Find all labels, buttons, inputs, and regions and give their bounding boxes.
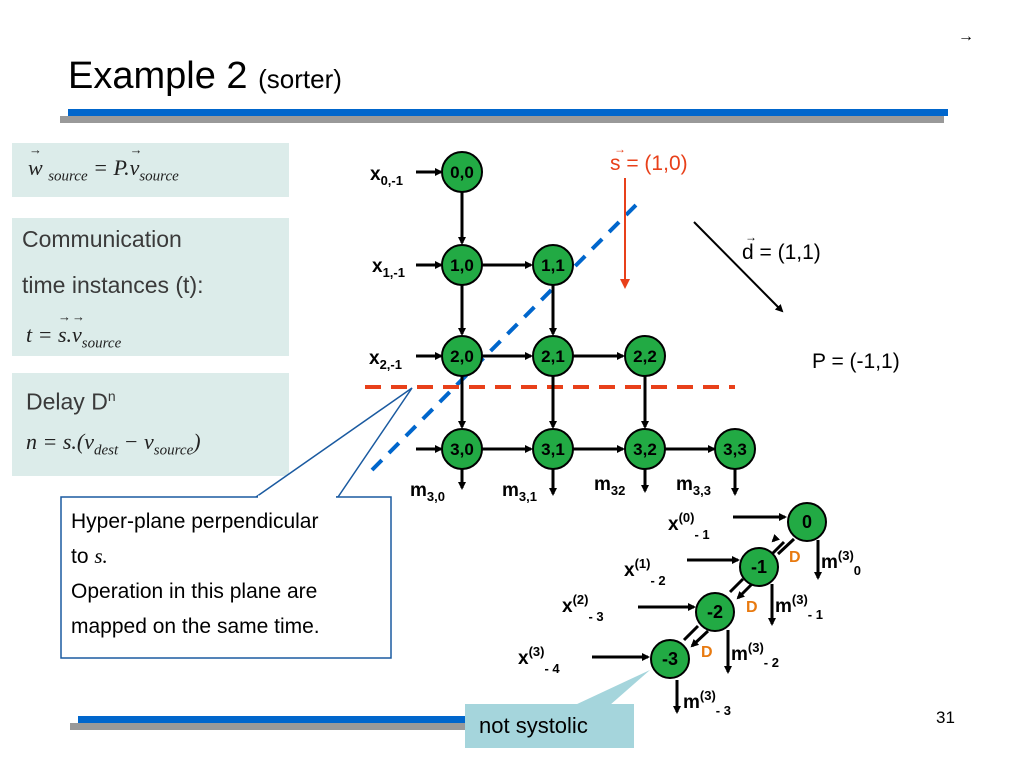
svg-text:2,2: 2,2 xyxy=(633,347,657,366)
chain-output-m0: m(3)0 xyxy=(821,548,861,578)
callout-box xyxy=(60,496,392,659)
chain-node-minus-1: -1 xyxy=(739,547,779,587)
svg-text:0: 0 xyxy=(802,512,812,532)
input-x-0: x0,-1 xyxy=(370,164,403,188)
svg-text:-1: -1 xyxy=(751,557,767,577)
delay-marker-1: D xyxy=(789,549,801,566)
chain-input-x1: x(1)- 2 xyxy=(624,556,666,588)
chain-node-minus-2: -2 xyxy=(695,592,735,632)
d-vector-arrow-mark: → xyxy=(745,230,757,244)
grid-nodes: 0,0 1,0 1,1 2,0 2,1 2,2 3,0 3,1 3,2 3,3 xyxy=(441,151,756,470)
svg-text:3,0: 3,0 xyxy=(450,440,474,459)
chain-input-x3: x(3)- 4 xyxy=(518,644,560,676)
node-1-1: 1,1 xyxy=(532,244,574,286)
chain-output-m2: m(3)- 2 xyxy=(731,640,779,670)
callout-line-3: Operation in this plane are xyxy=(71,580,318,603)
page-number: 31 xyxy=(936,708,955,727)
chain-output-m1: m(3)- 1 xyxy=(775,592,823,622)
grid-edges xyxy=(416,168,739,496)
title-underline-gray xyxy=(60,116,944,123)
output-m-33: m3,3 xyxy=(676,474,711,498)
node-3-2: 3,2 xyxy=(624,428,666,470)
footer-bar-blue xyxy=(78,716,470,723)
delay-marker-3: D xyxy=(701,644,713,661)
callout-line-1: Hyper-plane perpendicular xyxy=(71,510,319,533)
chain-node-0: 0 xyxy=(787,502,827,542)
callout-pointer xyxy=(253,387,413,498)
node-1-0: 1,0 xyxy=(441,244,483,286)
callout-line-4: mapped on the same time. xyxy=(71,615,320,638)
s-vector-arrow-mark: → xyxy=(614,142,626,156)
not-systolic-pointer xyxy=(575,670,650,705)
formula-w-source: w→ source = P.v→source xyxy=(28,142,179,185)
node-0-0: 0,0 xyxy=(441,151,483,193)
svg-text:2,1: 2,1 xyxy=(541,347,565,366)
chain-nodes: 0 -1 -2 -3 xyxy=(650,502,827,679)
node-2-0: 2,0 xyxy=(441,335,483,377)
formula-t: t = s.→v→source xyxy=(26,309,122,352)
chain-node-minus-3: -3 xyxy=(650,639,690,679)
svg-text:1,0: 1,0 xyxy=(450,256,474,275)
input-x-2: x2,-1 xyxy=(369,348,402,372)
svg-text:0,0: 0,0 xyxy=(450,163,474,182)
svg-text:3,1: 3,1 xyxy=(541,440,565,459)
output-m-30: m3,0 xyxy=(410,480,445,504)
callout-line-2: to s. xyxy=(71,544,108,568)
node-3-3: 3,3 xyxy=(714,428,756,470)
delay-label: Delay Dn xyxy=(26,388,116,415)
not-systolic-box: not systolic xyxy=(465,704,634,748)
delay-marker-2: D xyxy=(746,599,758,616)
d-vector-label: d = (1,1) xyxy=(742,241,821,264)
hyperplane-line-blue xyxy=(370,199,642,472)
svg-text:-2: -2 xyxy=(707,602,723,622)
svg-text:3,2: 3,2 xyxy=(633,440,657,459)
node-2-2: 2,2 xyxy=(624,335,666,377)
chain-input-x0: x(0)- 1 xyxy=(668,510,710,542)
title-sub: (sorter) xyxy=(258,64,342,94)
chain-output-m3: m(3)- 3 xyxy=(683,688,731,718)
svg-text:1,1: 1,1 xyxy=(541,256,565,275)
title-underline-blue xyxy=(68,109,948,116)
svg-text:2,0: 2,0 xyxy=(450,347,474,366)
node-3-1: 3,1 xyxy=(532,428,574,470)
not-systolic-label: not systolic xyxy=(479,713,588,738)
vector-w: w→ xyxy=(28,142,43,180)
comm-line-1: Communication xyxy=(22,226,182,252)
formula-panel: w→ source = P.v→source xyxy=(12,142,289,197)
callout-text: Hyper-plane perpendicular to s. Operatio… xyxy=(71,504,386,644)
next-slide-arrow-icon[interactable]: → xyxy=(958,28,974,45)
s-vector-label: s = (1,0) xyxy=(610,152,688,175)
d-vector-arrow xyxy=(693,221,784,313)
comm-line-2: time instances (t): xyxy=(22,272,204,298)
chain-input-x2: x(2)- 3 xyxy=(562,592,604,624)
svg-text:-3: -3 xyxy=(662,649,678,669)
communication-panel: Communication time instances (t): t = s.… xyxy=(12,218,289,356)
slide-title: Example 2 (sorter) xyxy=(68,55,342,98)
svg-text:3,3: 3,3 xyxy=(723,440,747,459)
node-3-0: 3,0 xyxy=(441,428,483,470)
output-m-32: m32 xyxy=(594,474,625,498)
footer-bar-gray xyxy=(70,723,470,730)
p-vector-label: P = (-1,1) xyxy=(812,350,900,373)
formula-n: n = s.(vdest − vsource) xyxy=(26,429,201,459)
delay-panel: Delay Dn n = s.(vdest − vsource) xyxy=(12,373,289,476)
title-main: Example 2 xyxy=(68,55,248,97)
node-2-1: 2,1 xyxy=(532,335,574,377)
output-m-31: m3,1 xyxy=(502,480,537,504)
input-x-1: x1,-1 xyxy=(372,256,405,280)
